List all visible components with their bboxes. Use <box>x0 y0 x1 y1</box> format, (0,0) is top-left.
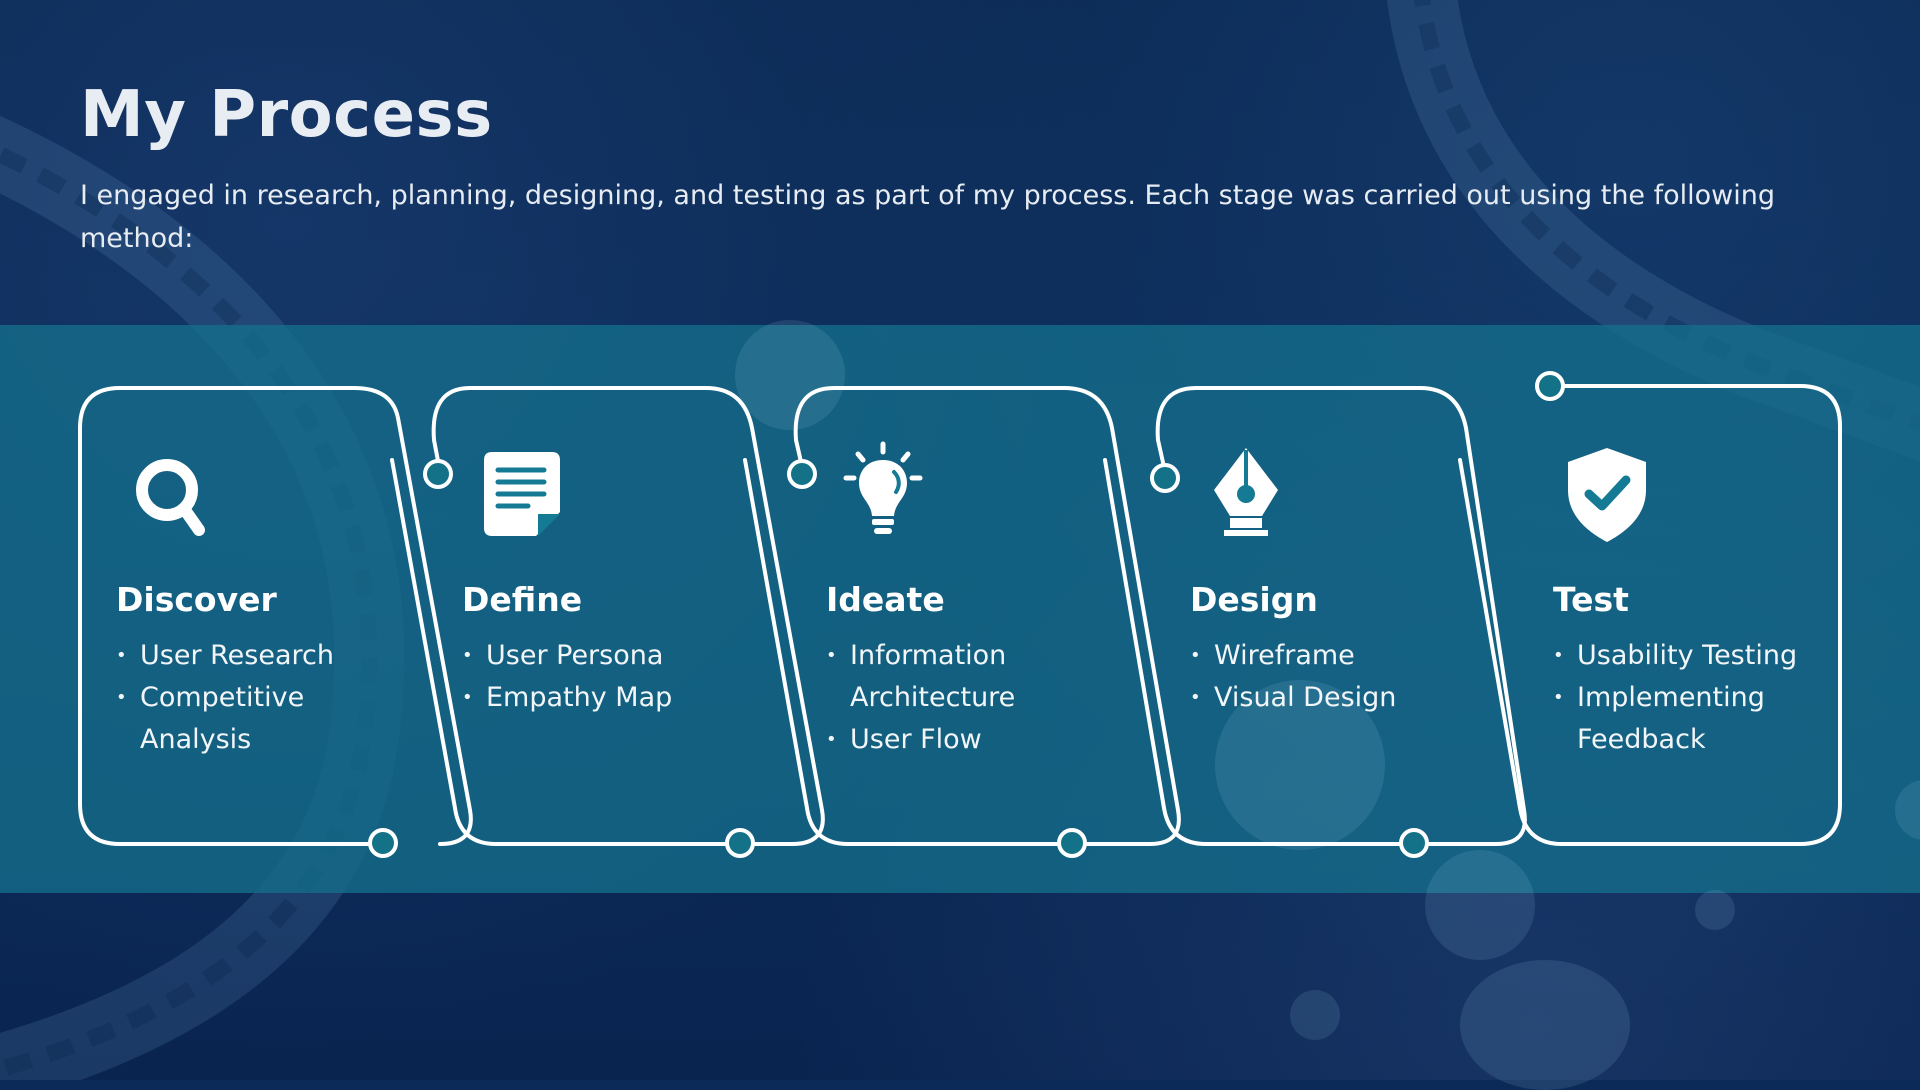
stage-title-ideate: Ideate <box>826 580 945 619</box>
stage-list-define: User Persona Empathy Map <box>462 635 762 719</box>
shield-check-icon <box>1562 446 1652 546</box>
connector-node <box>370 830 396 856</box>
stage-list-discover: User Research Competitive Analysis <box>116 635 376 761</box>
connector-node <box>1537 373 1563 399</box>
document-icon <box>478 448 568 548</box>
connector-node <box>1401 830 1427 856</box>
lightbulb-icon <box>838 440 928 540</box>
pen-nib-icon <box>1200 446 1290 546</box>
connector-node <box>425 461 451 487</box>
connector-node <box>1059 830 1085 856</box>
list-item: User Persona <box>462 635 762 677</box>
connector-node <box>789 461 815 487</box>
stage-title-test: Test <box>1553 580 1629 619</box>
list-item: Visual Design <box>1190 677 1450 719</box>
list-item: Information Architecture <box>826 635 1056 719</box>
stage-list-design: Wireframe Visual Design <box>1190 635 1450 719</box>
list-item: User Flow <box>826 719 1056 761</box>
connector-node <box>1152 465 1178 491</box>
ideate-outline <box>745 388 1179 844</box>
list-item: Usability Testing <box>1553 635 1823 677</box>
list-item: Wireframe <box>1190 635 1450 677</box>
list-item: Empathy Map <box>462 677 762 719</box>
list-item: User Research <box>116 635 376 677</box>
magnifier-icon <box>125 448 215 548</box>
stage-title-design: Design <box>1190 580 1318 619</box>
stage-title-discover: Discover <box>116 580 277 619</box>
list-item: Competitive Analysis <box>116 677 376 761</box>
stage-list-ideate: Information Architecture User Flow <box>826 635 1056 761</box>
connector-node <box>727 830 753 856</box>
stage-title-define: Define <box>462 580 582 619</box>
list-item: Implementing Feedback <box>1553 677 1823 761</box>
stage-list-test: Usability Testing Implementing Feedback <box>1553 635 1823 761</box>
define-outline <box>392 388 823 844</box>
